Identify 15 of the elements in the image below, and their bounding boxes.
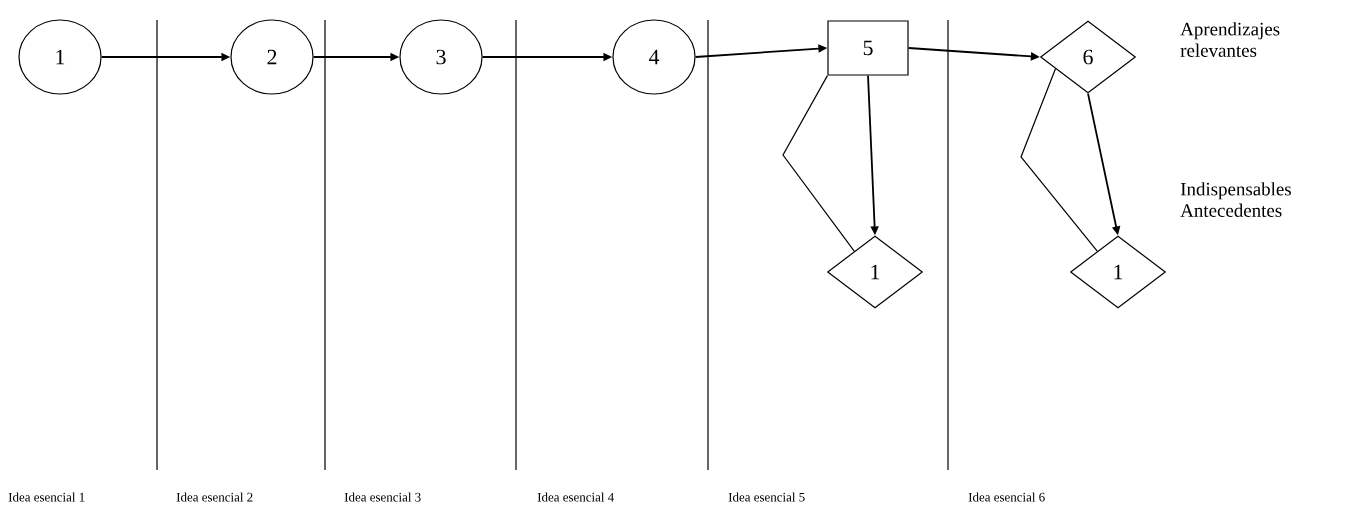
connector-line xyxy=(1020,68,1098,252)
column-label: Idea esencial 3 xyxy=(344,492,421,502)
connector-line xyxy=(782,75,855,252)
side-label: Indispensables Antecedentes xyxy=(1180,182,1291,217)
process-box: 5 xyxy=(827,20,909,76)
column-label: Idea esencial 6 xyxy=(968,492,1045,502)
column-label: Idea esencial 4 xyxy=(537,492,614,502)
ellipse-node: 1 xyxy=(18,19,102,95)
column-label: Idea esencial 2 xyxy=(176,492,253,502)
side-label: Aprendizajes relevantes xyxy=(1180,22,1280,57)
column-label: Idea esencial 5 xyxy=(728,492,805,502)
ellipse-node: 4 xyxy=(612,19,696,95)
ellipse-node: 3 xyxy=(399,19,483,95)
ellipse-node: 2 xyxy=(230,19,314,95)
column-label: Idea esencial 1 xyxy=(8,492,85,502)
